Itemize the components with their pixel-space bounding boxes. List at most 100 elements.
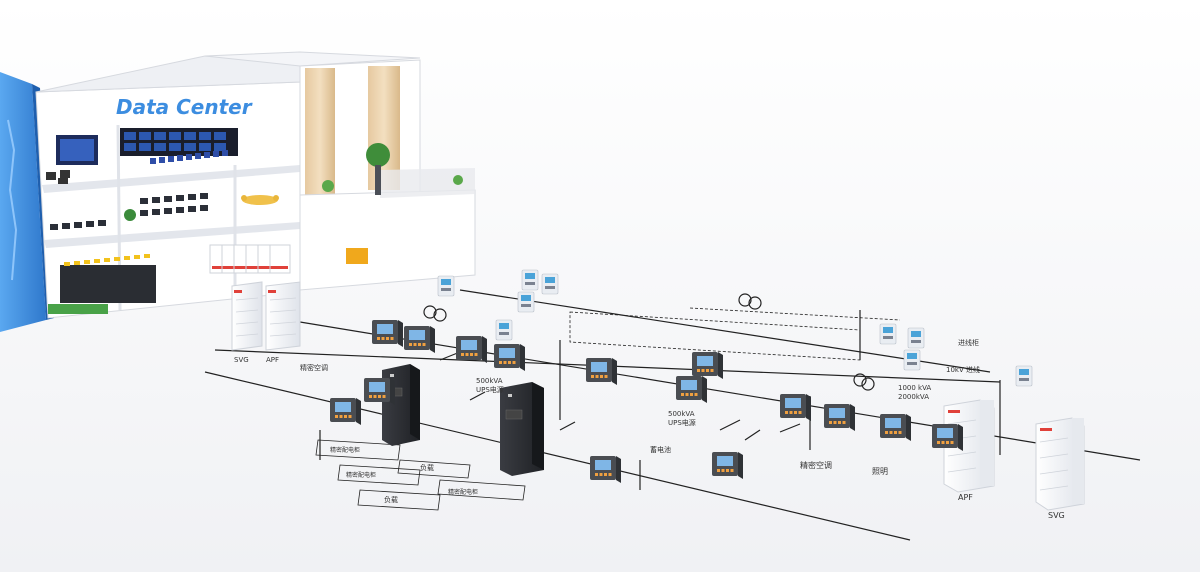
power-meter[interactable] bbox=[372, 320, 403, 347]
meter-button bbox=[833, 421, 837, 424]
meter-button bbox=[898, 431, 902, 434]
meter-screen bbox=[461, 340, 477, 350]
meter-side bbox=[906, 414, 911, 441]
label-transformer: 1000 kVA bbox=[898, 384, 931, 392]
meter-button bbox=[474, 353, 478, 356]
meter-button bbox=[730, 469, 734, 472]
meter-screen bbox=[377, 324, 393, 334]
label-ups2: 500kVA bbox=[668, 410, 695, 418]
meter-button bbox=[503, 361, 507, 364]
meters bbox=[330, 320, 963, 483]
monitor-device[interactable] bbox=[879, 323, 897, 345]
power-meter[interactable] bbox=[330, 398, 361, 425]
device-screen bbox=[521, 295, 531, 301]
meter-button bbox=[937, 441, 940, 444]
meter-button bbox=[717, 469, 720, 472]
monitor-device[interactable] bbox=[517, 291, 535, 313]
meter-button bbox=[889, 431, 893, 434]
meter-button bbox=[785, 411, 788, 414]
label-ups1: 500kVA bbox=[476, 377, 503, 385]
meter-side bbox=[390, 378, 395, 405]
meter-button bbox=[697, 369, 700, 372]
monitor-device[interactable] bbox=[495, 319, 513, 341]
device-keys bbox=[883, 336, 893, 339]
meter-screen bbox=[937, 428, 953, 438]
device-keys bbox=[521, 304, 531, 307]
monitor-device[interactable] bbox=[437, 275, 455, 297]
device-keys bbox=[545, 286, 555, 289]
monitor-device[interactable] bbox=[907, 327, 925, 349]
power-meter[interactable] bbox=[932, 424, 963, 451]
meter-screen bbox=[595, 460, 611, 470]
label-ups2-sub: UPS电源 bbox=[668, 418, 696, 427]
apf-cabinet-left[interactable] bbox=[265, 281, 301, 351]
meter-screen bbox=[717, 456, 733, 466]
meter-button bbox=[710, 369, 714, 372]
meter-button bbox=[829, 421, 832, 424]
device-keys bbox=[1019, 378, 1029, 381]
power-meter[interactable] bbox=[780, 394, 811, 421]
meter-button bbox=[842, 421, 846, 424]
monitor-device[interactable] bbox=[521, 269, 539, 291]
meter-side bbox=[806, 394, 811, 421]
power-meter[interactable] bbox=[824, 404, 855, 431]
meter-button bbox=[608, 473, 612, 476]
power-meter[interactable] bbox=[364, 378, 395, 405]
power-meter[interactable] bbox=[692, 352, 723, 379]
meter-screen bbox=[885, 418, 901, 428]
meter-button bbox=[382, 395, 386, 398]
meter-button bbox=[721, 469, 725, 472]
meter-button bbox=[838, 421, 841, 424]
power-meter[interactable] bbox=[494, 344, 525, 371]
meter-button bbox=[600, 375, 603, 378]
meter-button bbox=[941, 441, 945, 444]
meter-button bbox=[422, 343, 426, 346]
meter-button bbox=[681, 393, 684, 396]
meter-button bbox=[894, 431, 897, 434]
label-pdu-3: 精密配电柜 bbox=[448, 488, 478, 496]
power-meter[interactable] bbox=[676, 376, 707, 403]
power-meter[interactable] bbox=[456, 336, 487, 363]
label-load-2: 照明 bbox=[872, 467, 888, 476]
server-racks bbox=[60, 265, 156, 303]
meter-button bbox=[595, 473, 598, 476]
label-ups1-sub: UPS电源 bbox=[476, 385, 504, 394]
meter-button bbox=[706, 369, 709, 372]
wood-pillar-left bbox=[305, 68, 335, 196]
monitor-device[interactable] bbox=[903, 349, 921, 371]
label-server-2: 负载 bbox=[384, 495, 398, 504]
building-title: Data Center bbox=[116, 95, 253, 119]
meter-button bbox=[378, 395, 381, 398]
label-pdu-1: 精密配电柜 bbox=[330, 446, 360, 454]
device-screen bbox=[499, 323, 509, 329]
right-white-cabinets: APF SVG bbox=[943, 399, 1085, 520]
meter-button bbox=[339, 415, 343, 418]
meter-screen bbox=[499, 348, 515, 358]
meter-side bbox=[718, 352, 723, 379]
meter-button bbox=[377, 337, 380, 340]
device-keys bbox=[525, 282, 535, 285]
plant bbox=[366, 143, 390, 167]
meter-screen bbox=[829, 408, 845, 418]
power-meter[interactable] bbox=[404, 326, 435, 353]
meter-button bbox=[591, 375, 594, 378]
device-screen bbox=[545, 277, 555, 283]
monitor-device[interactable] bbox=[1015, 365, 1033, 387]
meter-button bbox=[381, 337, 385, 340]
power-meter[interactable] bbox=[586, 358, 617, 385]
meter-button bbox=[508, 361, 511, 364]
meter-screen bbox=[785, 398, 801, 408]
power-meter[interactable] bbox=[712, 452, 743, 479]
meter-screen bbox=[697, 356, 713, 366]
monitor-device[interactable] bbox=[541, 273, 559, 295]
label-svg: SVG bbox=[1048, 511, 1065, 520]
svg-cabinet-left[interactable] bbox=[231, 281, 263, 351]
device-screen bbox=[911, 331, 921, 337]
power-meter[interactable] bbox=[590, 456, 621, 483]
meter-button bbox=[726, 469, 729, 472]
meter-screen bbox=[591, 362, 607, 372]
meter-button bbox=[690, 393, 693, 396]
power-meter[interactable] bbox=[880, 414, 911, 441]
meter-button bbox=[369, 395, 372, 398]
